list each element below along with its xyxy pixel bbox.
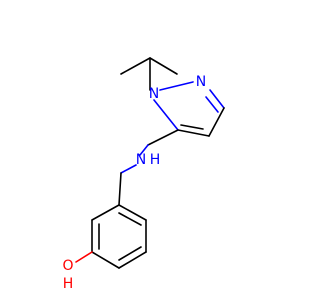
molecule-canvas: N N N H O H <box>62 57 225 292</box>
c-c-bond-right <box>208 107 225 137</box>
structure-diagram: N N N H O H <box>62 57 225 292</box>
benzene-bond-4 <box>118 251 147 269</box>
benzyl-bond <box>118 172 122 206</box>
c-o-bond <box>75 251 93 263</box>
isopropyl-bond-left <box>120 57 151 75</box>
ch2-nh-bond <box>139 144 149 156</box>
benzene-bond-3 <box>91 251 120 269</box>
benzene-bond-1 <box>91 204 120 221</box>
isopropyl-bond-right <box>149 57 178 75</box>
n-c-double-bond-outer <box>209 89 225 109</box>
pyrazole-n1-label: N <box>149 86 159 102</box>
benzene-inner-bond-4 <box>118 246 142 261</box>
c-c-double-bond-outer <box>177 129 210 137</box>
amine-n-label: N <box>136 152 146 168</box>
benzene-bond-6 <box>118 204 147 221</box>
c-c-double-bond-inner <box>180 124 204 130</box>
amine-h-label: H <box>150 152 161 168</box>
hydroxyl-h-label: H <box>63 276 74 292</box>
n-c-double-bond-inner <box>205 96 219 113</box>
ch2-bond-pyrazole <box>147 129 179 146</box>
n-n-bond <box>159 81 194 91</box>
nh-ch2-bond <box>120 164 137 174</box>
benzene-inner-bond-6 <box>118 212 142 226</box>
c-n-bond-ring <box>153 99 179 131</box>
pyrazole-n2-label: N <box>196 74 206 90</box>
hydroxyl-o-label: O <box>62 258 73 274</box>
